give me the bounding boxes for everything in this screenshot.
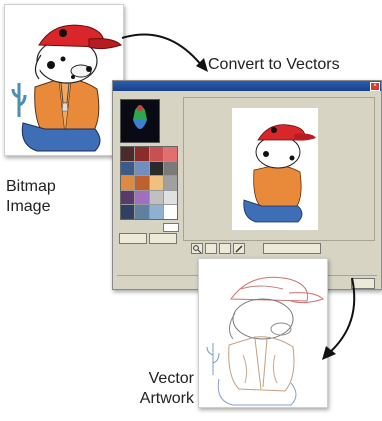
palette-swatch[interactable] xyxy=(135,190,149,205)
palette-swatch[interactable] xyxy=(121,147,135,161)
color-count-field[interactable] xyxy=(163,223,179,232)
vector-artwork-frame xyxy=(198,258,328,408)
palette-swatch[interactable] xyxy=(135,147,149,161)
preview-groupbox xyxy=(183,97,375,241)
preview-canvas xyxy=(232,108,318,230)
palette-swatch[interactable] xyxy=(121,161,135,176)
zoom-in-button[interactable] xyxy=(191,243,203,254)
convert-to-vectors-label: Convert to Vectors xyxy=(208,56,340,73)
palette-swatch[interactable] xyxy=(163,176,177,190)
vector-label-line2: Artwork xyxy=(139,390,194,407)
pencil-icon xyxy=(235,245,243,253)
dialog-button-a[interactable] xyxy=(119,233,147,244)
bitmap-image-frame xyxy=(4,4,124,156)
bitmap-dog-illustration xyxy=(11,24,122,152)
dialog-button-d[interactable] xyxy=(351,278,375,289)
palette-swatch[interactable] xyxy=(121,176,135,190)
preview-figure-icon xyxy=(133,105,147,129)
palette-swatch[interactable] xyxy=(163,161,177,176)
palette-swatch[interactable] xyxy=(121,205,135,219)
dark-preview-panel xyxy=(120,99,160,143)
preview-dog-illustration xyxy=(243,124,316,223)
palette-swatch[interactable] xyxy=(163,205,177,219)
palette-swatch[interactable] xyxy=(163,147,177,161)
palette-swatch[interactable] xyxy=(149,161,163,176)
palette-swatch[interactable] xyxy=(135,205,149,219)
tool-button-4[interactable] xyxy=(233,243,245,254)
tool-button-3[interactable] xyxy=(219,243,231,254)
dialog-titlebar: × xyxy=(113,81,381,91)
palette-swatch[interactable] xyxy=(149,176,163,190)
convert-arrow-icon xyxy=(121,33,208,72)
palette-swatch[interactable] xyxy=(135,161,149,176)
bitmap-label-line2: Image xyxy=(6,198,51,215)
dialog-button-c[interactable] xyxy=(263,243,321,254)
palette-swatch[interactable] xyxy=(149,190,163,205)
tool-button-2[interactable] xyxy=(205,243,217,254)
vector-dog-outline xyxy=(206,276,324,406)
close-button[interactable]: × xyxy=(370,82,380,91)
color-palette xyxy=(120,146,178,220)
dialog-button-b[interactable] xyxy=(149,233,177,244)
palette-swatch[interactable] xyxy=(149,147,163,161)
palette-swatch[interactable] xyxy=(163,190,177,205)
palette-swatch[interactable] xyxy=(149,205,163,219)
palette-swatch[interactable] xyxy=(121,190,135,205)
zoom-icon xyxy=(193,245,202,254)
bitmap-label-line1: Bitmap xyxy=(6,178,56,195)
vector-label-line1: Vector xyxy=(148,370,194,387)
convert-dialog: × xyxy=(112,80,382,290)
palette-swatch[interactable] xyxy=(135,176,149,190)
vector-arrow-icon xyxy=(322,277,356,360)
